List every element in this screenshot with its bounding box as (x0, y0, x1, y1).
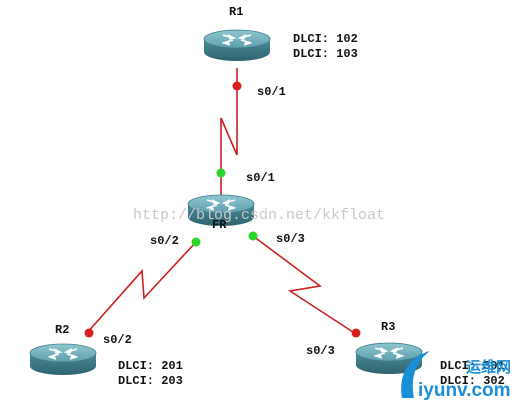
fr-s01-label: s0/1 (246, 171, 275, 185)
r3-dlci-line-2: DLCI: 302 (440, 374, 505, 388)
router-r1-name: R1 (229, 5, 243, 19)
router-fr-name: FR (212, 218, 227, 232)
r3-s03-label: s0/3 (306, 344, 335, 358)
fr-s02-status-dot (191, 237, 201, 247)
site-logo-chinese: 运维网 (466, 358, 511, 376)
r1-s01-label: s0/1 (257, 85, 286, 99)
r2-s02-status-dot (84, 328, 94, 338)
r2-s02-label: s0/2 (103, 333, 132, 347)
interface-status-dots (84, 81, 361, 338)
router-r2-icon (29, 343, 97, 376)
r1-s01-status-dot (232, 81, 242, 91)
router-r1[interactable] (203, 29, 271, 62)
r1-dlci-line-1: DLCI: 102 (293, 32, 358, 46)
link-fr-r3 (252, 235, 357, 335)
router-r3-name: R3 (381, 320, 395, 334)
router-r1-icon (203, 29, 271, 62)
router-r2-name: R2 (55, 323, 69, 337)
link-fr-r2 (85, 241, 197, 335)
fr-s03-label: s0/3 (276, 232, 305, 246)
site-logo-text: iyunv.com (418, 380, 511, 401)
site-logo: 运维网 iyunv.com (401, 351, 511, 401)
router-r2[interactable] (29, 343, 97, 376)
r1-dlci-line-2: DLCI: 103 (293, 47, 358, 61)
r3-s03-status-dot (351, 328, 361, 338)
r3-dlci-line-1: DLCI: 301 (440, 359, 505, 373)
fr-s01-status-dot (216, 168, 226, 178)
links (85, 68, 357, 335)
fr-s02-label: s0/2 (150, 234, 179, 248)
watermark: http://blog.csdn.net/kkfloat (133, 207, 385, 224)
fr-s03-status-dot (248, 231, 258, 241)
r2-dlci-line-1: DLCI: 201 (118, 359, 183, 373)
r2-dlci-line-2: DLCI: 203 (118, 374, 183, 388)
site-logo-swoosh (401, 351, 430, 398)
link-r1-fr (220, 68, 238, 200)
